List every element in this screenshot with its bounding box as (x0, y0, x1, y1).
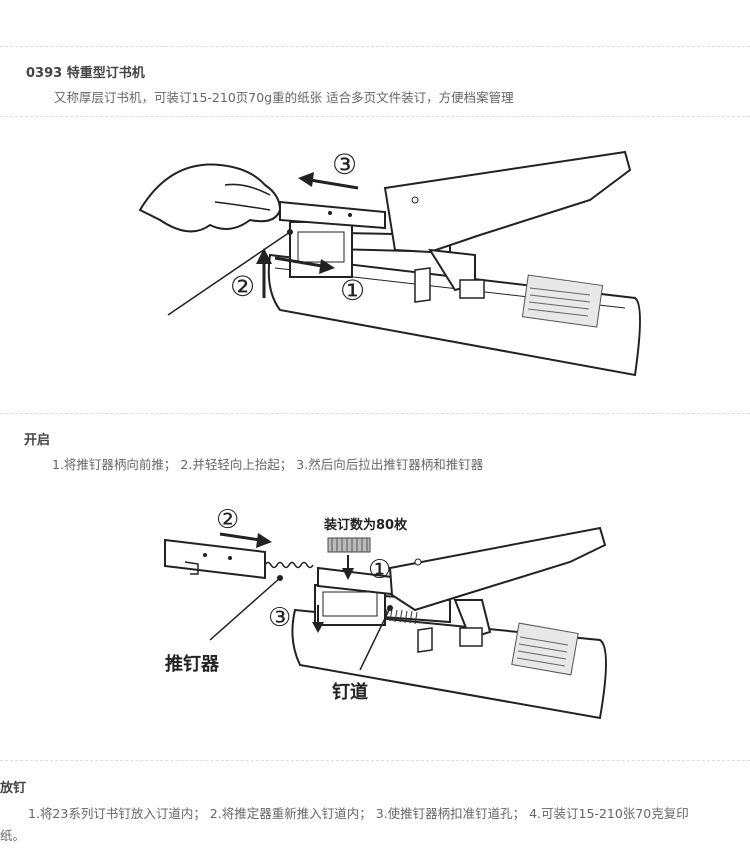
step-label: ② (230, 270, 255, 303)
product-description: 又称厚层订书机，可装订15-210页70g重的纸张 适合多页文件装订，方便档案管… (54, 90, 514, 105)
step-label: ③ (268, 603, 291, 633)
arrow-icon (312, 605, 324, 633)
pusher-label: 推钉器 (165, 653, 220, 675)
divider (0, 46, 750, 47)
arrow-icon (342, 555, 354, 580)
step-label: ① (340, 274, 365, 307)
product-heading: 0393 特重型订书机 (26, 62, 145, 81)
arrow-icon (298, 172, 359, 190)
stapler-opening-illustration: ③ ② ① (138, 148, 641, 377)
product-model: 0393 (26, 66, 63, 81)
step-label: ① (368, 555, 391, 585)
section-title-load: 放钉 (0, 781, 27, 796)
arrow-icon (219, 532, 272, 548)
open-instructions: 1.将推钉器柄向前推； 2.并轻轻向上抬起； 3.然后向后拉出推钉器柄和推钉器 (52, 457, 484, 472)
divider (0, 413, 750, 414)
stapler-loading-illustration: 装订数为80枚 ② ① ③ 推钉器 钉道 (164, 505, 607, 720)
step-label: ③ (332, 148, 357, 181)
capacity-label: 装订数为80枚 (323, 517, 408, 533)
load-instructions-line2: 纸。 (0, 828, 26, 843)
channel-label: 钉道 (332, 681, 368, 703)
section-title-open: 开启 (24, 433, 51, 448)
divider (0, 116, 750, 117)
divider (0, 760, 750, 761)
arrow-icon (256, 248, 272, 298)
product-title: 特重型订书机 (66, 66, 145, 81)
step-label: ② (216, 505, 239, 535)
load-instructions-line1: 1.将23系列订书钉放入订道内； 2.将推定器重新推入钉道内； 3.使推钉器柄扣… (28, 806, 689, 821)
arrow-icon (274, 256, 335, 274)
